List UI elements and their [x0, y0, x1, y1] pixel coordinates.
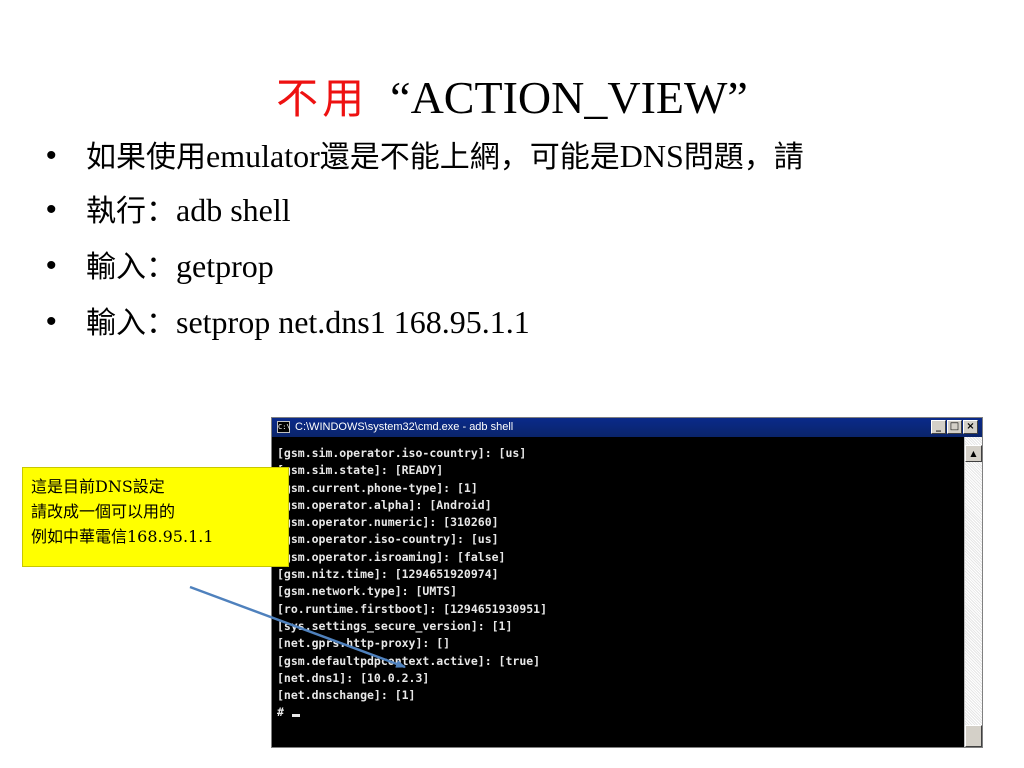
- console-line: [sys.settings_secure_version]: [1]: [277, 618, 513, 633]
- cmd-titlebar[interactable]: C:\ C:\WINDOWS\system32\cmd.exe - adb sh…: [272, 418, 982, 437]
- bullet-item: • 如果使用emulator還是不能上網，可能是DNS問題，請: [42, 134, 992, 180]
- bullet-latin: emulator: [206, 138, 320, 174]
- scroll-thumb[interactable]: [965, 725, 982, 747]
- bullet-dot: •: [46, 193, 57, 226]
- title-red-text: 不用: [276, 74, 369, 123]
- title-quote-text: “ACTION_VIEW”: [390, 72, 748, 123]
- bullet-list: • 如果使用emulator還是不能上網，可能是DNS問題，請 • 執行：adb…: [42, 134, 992, 358]
- bullet-text: 輸入：: [86, 250, 176, 285]
- bullet-text: 問題，請: [683, 140, 804, 175]
- bullet-item: • 輸入：getprop: [42, 246, 992, 288]
- minimize-button[interactable]: _: [931, 420, 946, 434]
- close-button[interactable]: ×: [963, 420, 978, 434]
- callout-note: 這是目前DNS設定 請改成一個可以用的 例如中華電信168.95.1.1: [22, 467, 289, 567]
- cmd-window-title: C:\WINDOWS\system32\cmd.exe - adb shell: [295, 421, 514, 433]
- console-line: [gsm.network.type]: [UMTS]: [277, 584, 458, 599]
- console-line: [gsm.current.phone-type]: [1]: [277, 480, 478, 495]
- bullet-latin: adb shell: [176, 192, 291, 228]
- scroll-up-arrow-icon[interactable]: ▲: [965, 445, 982, 462]
- bullet-text: 還是不能上網，可能是: [319, 140, 620, 175]
- console-line: [gsm.sim.operator.iso-country]: [us]: [277, 446, 527, 460]
- cmd-window[interactable]: C:\ C:\WINDOWS\system32\cmd.exe - adb sh…: [271, 417, 983, 748]
- console-line: [gsm.operator.numeric]: [310260]: [277, 515, 499, 530]
- console-line: [gsm.defaultpdpcontext.active]: [true]: [277, 653, 541, 668]
- bullet-dot: •: [46, 249, 57, 282]
- console-output[interactable]: [gsm.sim.operator.iso-country]: [us] [gs…: [277, 445, 957, 722]
- bullet-text: 執行：: [86, 194, 176, 229]
- console-line: [gsm.nitz.time]: [1294651920974]: [277, 567, 499, 582]
- bullet-item: • 輸入：setprop net.dns1 168.95.1.1: [42, 302, 992, 344]
- window-controls: _ □ ×: [931, 420, 978, 434]
- console-icon[interactable]: C:\: [277, 421, 291, 433]
- callout-line: 這是目前DNS設定: [31, 477, 165, 496]
- bullet-item: • 執行：adb shell: [42, 190, 992, 232]
- slide-title: 不用 “ACTION_VIEW”: [0, 62, 1024, 132]
- bullet-latin: setprop net.dns1 168.95.1.1: [176, 304, 530, 340]
- text-cursor: [291, 714, 300, 718]
- vertical-scrollbar[interactable]: ▲: [964, 437, 982, 747]
- bullet-text: 如果使用: [86, 140, 206, 175]
- callout-line: 例如中華電信168.95.1.1: [31, 527, 214, 546]
- console-line: [gsm.sim.state]: [READY]: [277, 463, 444, 478]
- console-line: [net.dns1]: [10.0.2.3]: [277, 670, 430, 685]
- bullet-dot: •: [46, 139, 57, 172]
- maximize-button[interactable]: □: [947, 420, 962, 434]
- console-line: [gsm.operator.isroaming]: [false]: [277, 549, 506, 564]
- bullet-text: 輸入：: [86, 306, 176, 341]
- console-line: [net.gprs.http-proxy]: []: [277, 636, 451, 651]
- console-line: [gsm.operator.iso-country]: [us]: [277, 532, 499, 547]
- bullet-dot: •: [46, 305, 57, 338]
- bullet-latin: getprop: [176, 248, 274, 284]
- console-line: [net.dnschange]: [1]: [277, 688, 416, 703]
- bullet-latin: DNS: [619, 138, 684, 174]
- console-line: [gsm.operator.alpha]: [Android]: [277, 497, 492, 512]
- callout-line: 請改成一個可以用的: [31, 502, 176, 521]
- console-line: [ro.runtime.firstboot]: [1294651930951]: [277, 601, 548, 616]
- console-prompt: #: [277, 705, 284, 720]
